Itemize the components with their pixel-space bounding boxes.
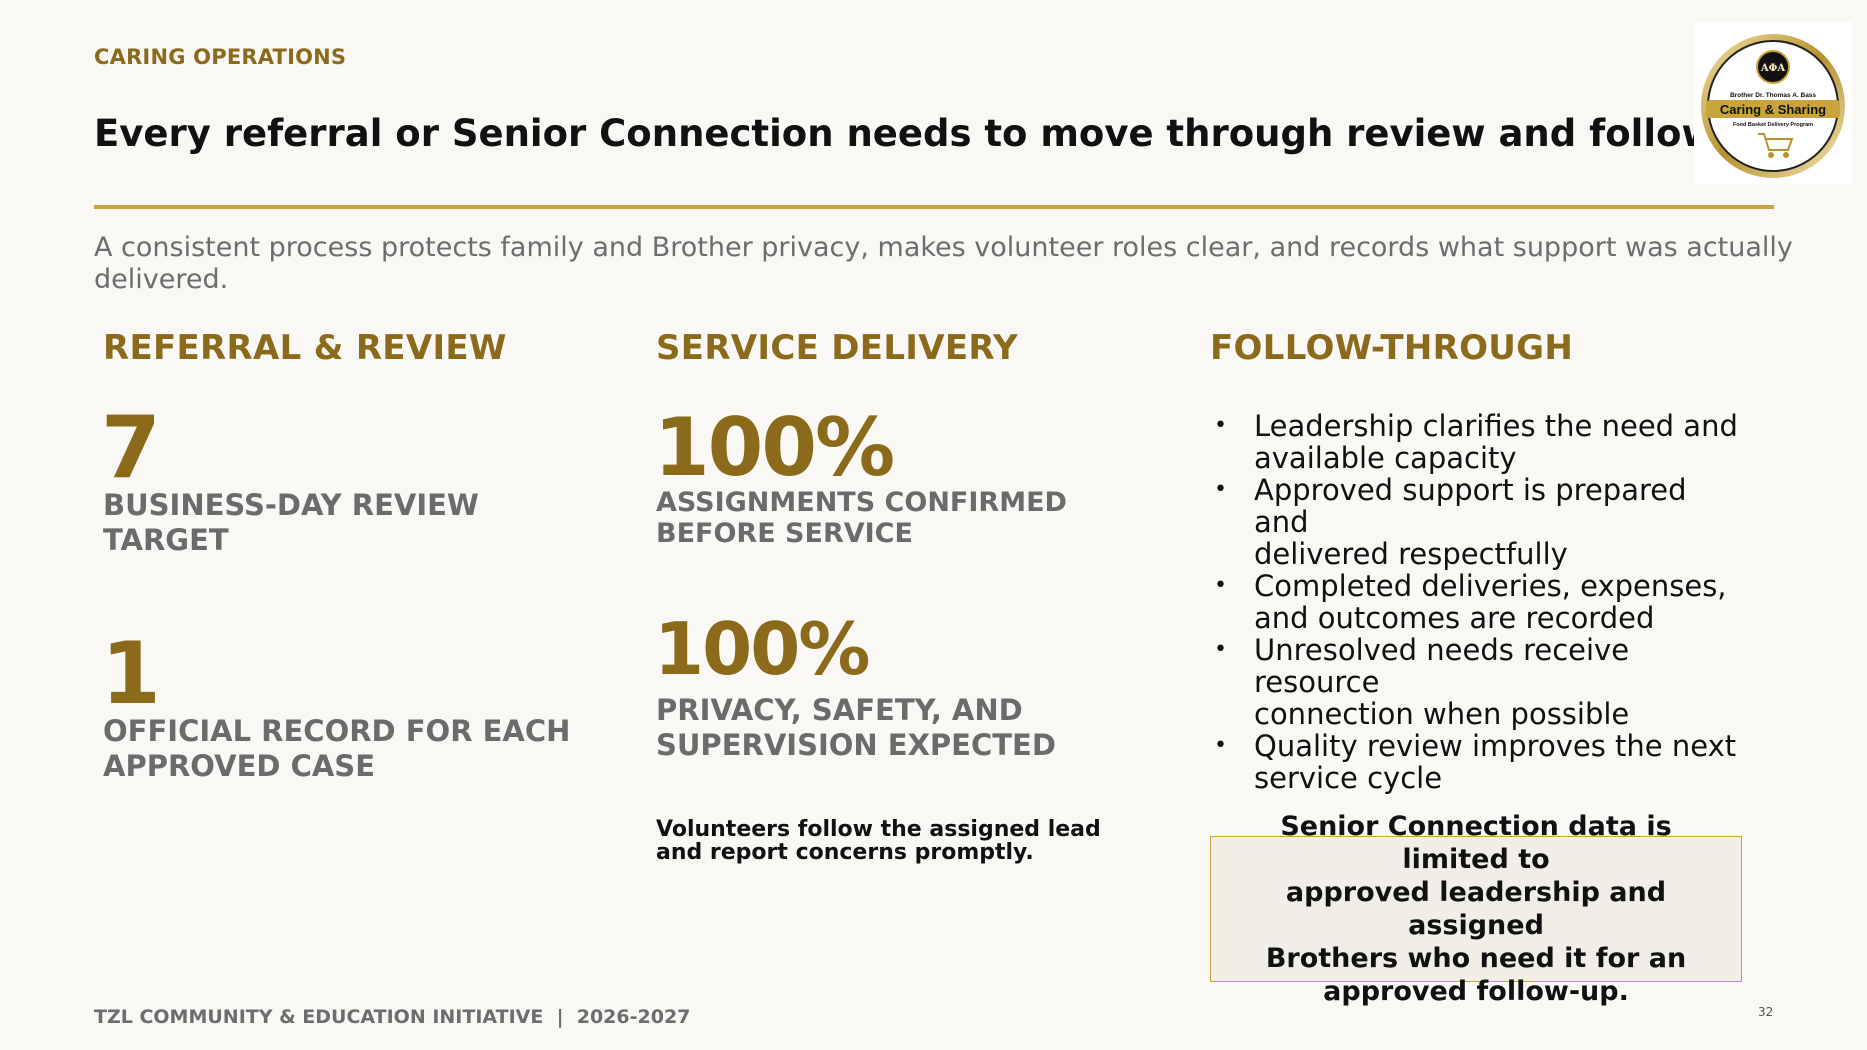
stat-review-days-label: BUSINESS-DAY REVIEW TARGET <box>103 488 479 558</box>
program-logo: ΑΦΑ Brother Dr. Thomas A. Bass Caring & … <box>1694 22 1852 184</box>
stat-label-line: TARGET <box>103 523 229 557</box>
stat-label-line: BUSINESS-DAY REVIEW <box>103 488 479 522</box>
stat-review-days-value: 7 <box>101 398 161 498</box>
stat-official-record-label: OFFICIAL RECORD FOR EACH APPROVED CASE <box>103 714 570 784</box>
list-item-line: Approved support is prepared and <box>1254 473 1687 539</box>
callout-line: Senior Connection data is limited to <box>1280 811 1672 875</box>
note-line: Volunteers follow the assigned lead <box>656 817 1101 842</box>
slide-title: Every referral or Senior Connection need… <box>94 112 1694 155</box>
program-logo-graphic: ΑΦΑ Brother Dr. Thomas A. Bass Caring & … <box>1701 34 1845 178</box>
bullet-marker: • <box>1214 733 1227 758</box>
bullet-marker: • <box>1214 573 1227 598</box>
logo-name-line: Brother Dr. Thomas A. Bass <box>1730 92 1816 99</box>
note-line: and report concerns promptly. <box>656 840 1034 865</box>
heading-follow-through: FOLLOW-THROUGH <box>1210 328 1574 368</box>
list-item: • Approved support is prepared and deliv… <box>1208 474 1748 570</box>
callout-line: approved leadership and assigned <box>1285 877 1667 941</box>
stat-label-line: SUPERVISION EXPECTED <box>656 728 1056 762</box>
stat-label-line: PRIVACY, SAFETY, AND <box>656 693 1023 727</box>
logo-emblem-letters: ΑΦΑ <box>1760 63 1785 74</box>
list-item: • Completed deliveries, expenses, and ou… <box>1208 570 1748 634</box>
list-item: • Quality review improves the next servi… <box>1208 730 1748 794</box>
list-item-line: Leadership clarifies the need and <box>1254 409 1738 443</box>
stat-privacy-label: PRIVACY, SAFETY, AND SUPERVISION EXPECTE… <box>656 693 1056 763</box>
logo-program-name: Caring & Sharing <box>1720 102 1826 117</box>
list-item-line: delivered respectfully <box>1254 537 1568 571</box>
callout-line: approved follow-up. <box>1323 976 1629 1007</box>
callout-line: Brothers who need it for an <box>1265 943 1687 974</box>
list-item-line: available capacity <box>1254 441 1517 475</box>
list-item-line: Unresolved needs receive resource <box>1254 633 1630 699</box>
stat-label-line: OFFICIAL RECORD FOR EACH <box>103 714 571 748</box>
stat-label-line: APPROVED CASE <box>103 749 376 783</box>
eyebrow-label: CARING OPERATIONS <box>94 45 347 69</box>
list-item: • Unresolved needs receive resource conn… <box>1208 634 1748 730</box>
follow-through-list: • Leadership clarifies the need and avai… <box>1208 410 1748 794</box>
logo-tagline: Food Basket Delivery Program <box>1733 122 1813 128</box>
list-item-line: Quality review improves the next <box>1254 729 1737 763</box>
stat-label-line: ASSIGNMENTS CONFIRMED <box>656 487 1067 518</box>
stat-assignments-label: ASSIGNMENTS CONFIRMED BEFORE SERVICE <box>656 487 1067 549</box>
heading-service-delivery: SERVICE DELIVERY <box>656 328 1018 368</box>
bullet-marker: • <box>1214 477 1227 502</box>
stat-assignments-value: 100% <box>654 401 895 494</box>
bullet-marker: • <box>1214 413 1227 438</box>
bullet-marker: • <box>1214 637 1227 662</box>
title-divider <box>94 205 1774 209</box>
list-item-line: Completed deliveries, expenses, <box>1254 569 1727 603</box>
volunteer-note: Volunteers follow the assigned lead and … <box>656 818 1116 864</box>
heading-referral-review: REFERRAL & REVIEW <box>103 328 507 368</box>
list-item-line: and outcomes are recorded <box>1254 601 1655 635</box>
shopping-cart-icon <box>1758 133 1794 158</box>
page-number: 32 <box>1758 1005 1774 1019</box>
list-item: • Leadership clarifies the need and avai… <box>1208 410 1748 474</box>
slide-subtitle: A consistent process protects family and… <box>94 232 1793 295</box>
stat-official-record-value: 1 <box>101 624 161 724</box>
list-item-line: service cycle <box>1254 761 1443 795</box>
privacy-callout: Senior Connection data is limited to app… <box>1210 811 1742 1007</box>
list-item-line: connection when possible <box>1254 697 1630 731</box>
stat-label-line: BEFORE SERVICE <box>656 518 913 549</box>
footer-text: TZL COMMUNITY & EDUCATION INITIATIVE | 2… <box>94 1006 691 1028</box>
stat-privacy-value: 100% <box>654 607 870 691</box>
